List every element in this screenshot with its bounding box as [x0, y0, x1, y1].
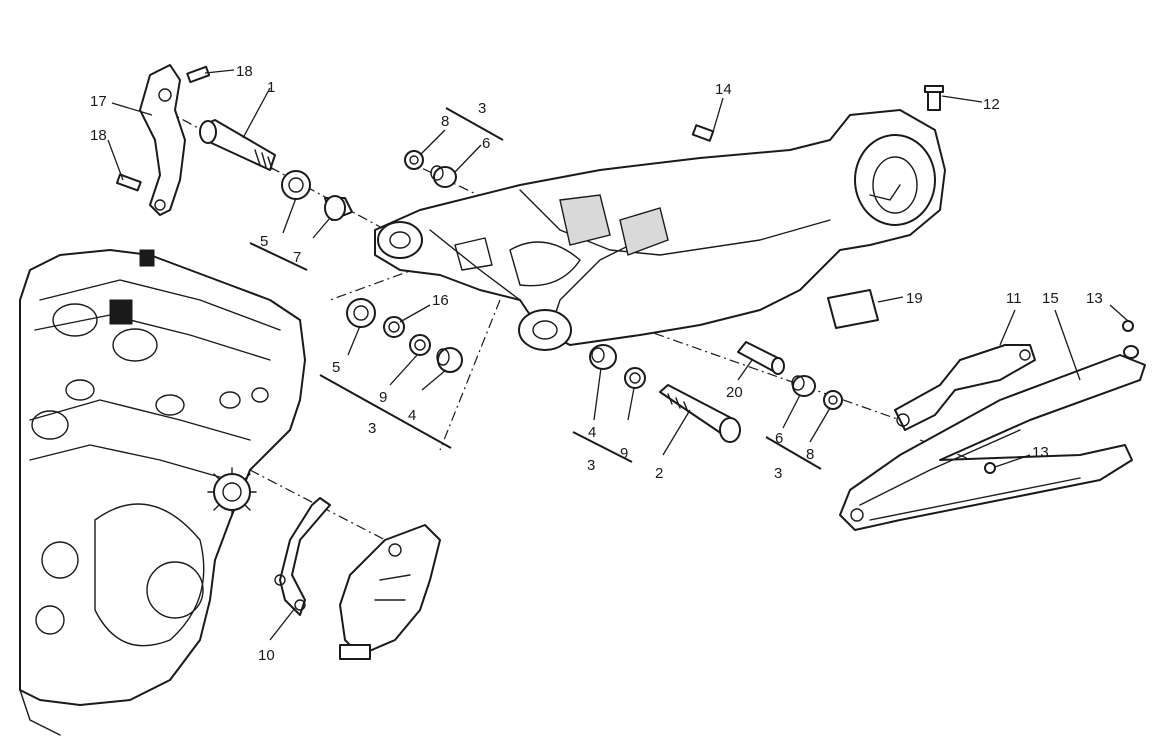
- callout-4: 4: [408, 407, 416, 424]
- bearing-5-top: [281, 170, 311, 200]
- bolt-12: [924, 85, 944, 111]
- pivot-shaft-1: [199, 119, 276, 171]
- callout-3: 3: [774, 465, 782, 482]
- leader-lines: [107, 69, 1129, 641]
- ring-8-lower-right: [823, 390, 843, 410]
- callout-11: 11: [1006, 290, 1022, 307]
- ring-8-top: [404, 150, 424, 170]
- sprocket-cover: [339, 524, 441, 660]
- callout-13: 13: [1086, 290, 1103, 307]
- seal-16: [383, 316, 405, 338]
- pad-19: [827, 289, 879, 329]
- bracket-11: [894, 344, 1036, 431]
- bolt-18-top: [186, 65, 211, 84]
- bushing-4-lower-left: [436, 347, 463, 373]
- callout-20: 20: [726, 384, 743, 401]
- callout-6: 6: [482, 135, 490, 152]
- shaft-20: [737, 341, 785, 375]
- callout-15: 15: [1042, 290, 1059, 307]
- callout-8: 8: [441, 113, 449, 130]
- swingarm: [374, 109, 946, 351]
- callout-9: 9: [620, 445, 628, 462]
- callout-17: 17: [90, 93, 107, 110]
- bracket-10: [274, 497, 331, 616]
- callout-13: 13: [1032, 444, 1049, 461]
- ring-9-lower-left: [409, 334, 431, 356]
- bushing-7: [324, 195, 353, 221]
- bushing-4-lower-center: [589, 344, 617, 370]
- callout-3: 3: [587, 457, 595, 474]
- ring-9-lower-center: [624, 367, 646, 389]
- callout-7: 7: [293, 249, 301, 266]
- group-brackets: [249, 107, 822, 470]
- callout-3: 3: [368, 420, 376, 437]
- callout-14: 14: [715, 81, 732, 98]
- callout-5: 5: [260, 233, 268, 250]
- bracket-17: [139, 64, 186, 216]
- chain-guard-15: [839, 354, 1146, 531]
- callout-16: 16: [432, 292, 449, 309]
- callout-8: 8: [806, 446, 814, 463]
- fitting-14: [691, 124, 715, 142]
- spacer-6-lower-right: [791, 375, 816, 397]
- callout-3: 3: [478, 100, 486, 117]
- callout-12: 12: [983, 96, 1000, 113]
- callout-10: 10: [258, 647, 275, 664]
- pin-2: [659, 384, 741, 443]
- callout-6: 6: [775, 430, 783, 447]
- callout-19: 19: [906, 290, 923, 307]
- callout-5: 5: [332, 359, 340, 376]
- bolt-18-left: [115, 173, 142, 192]
- bearing-5-lower: [346, 298, 376, 328]
- callout-2: 2: [655, 465, 663, 482]
- callout-4: 4: [588, 424, 596, 441]
- callout-1: 1: [267, 79, 275, 96]
- spacer-6-top: [430, 165, 457, 188]
- callout-9: 9: [379, 389, 387, 406]
- screw-13-right: [1122, 320, 1139, 359]
- screw-13-lower: [984, 462, 996, 474]
- callout-18: 18: [236, 63, 253, 80]
- callout-labels: 1 2 3 3 3 3 4 4 5 5 6 6 7 8 8 9 9 10 11 …: [90, 63, 1103, 664]
- engine-block: [19, 249, 306, 736]
- callout-18: 18: [90, 127, 107, 144]
